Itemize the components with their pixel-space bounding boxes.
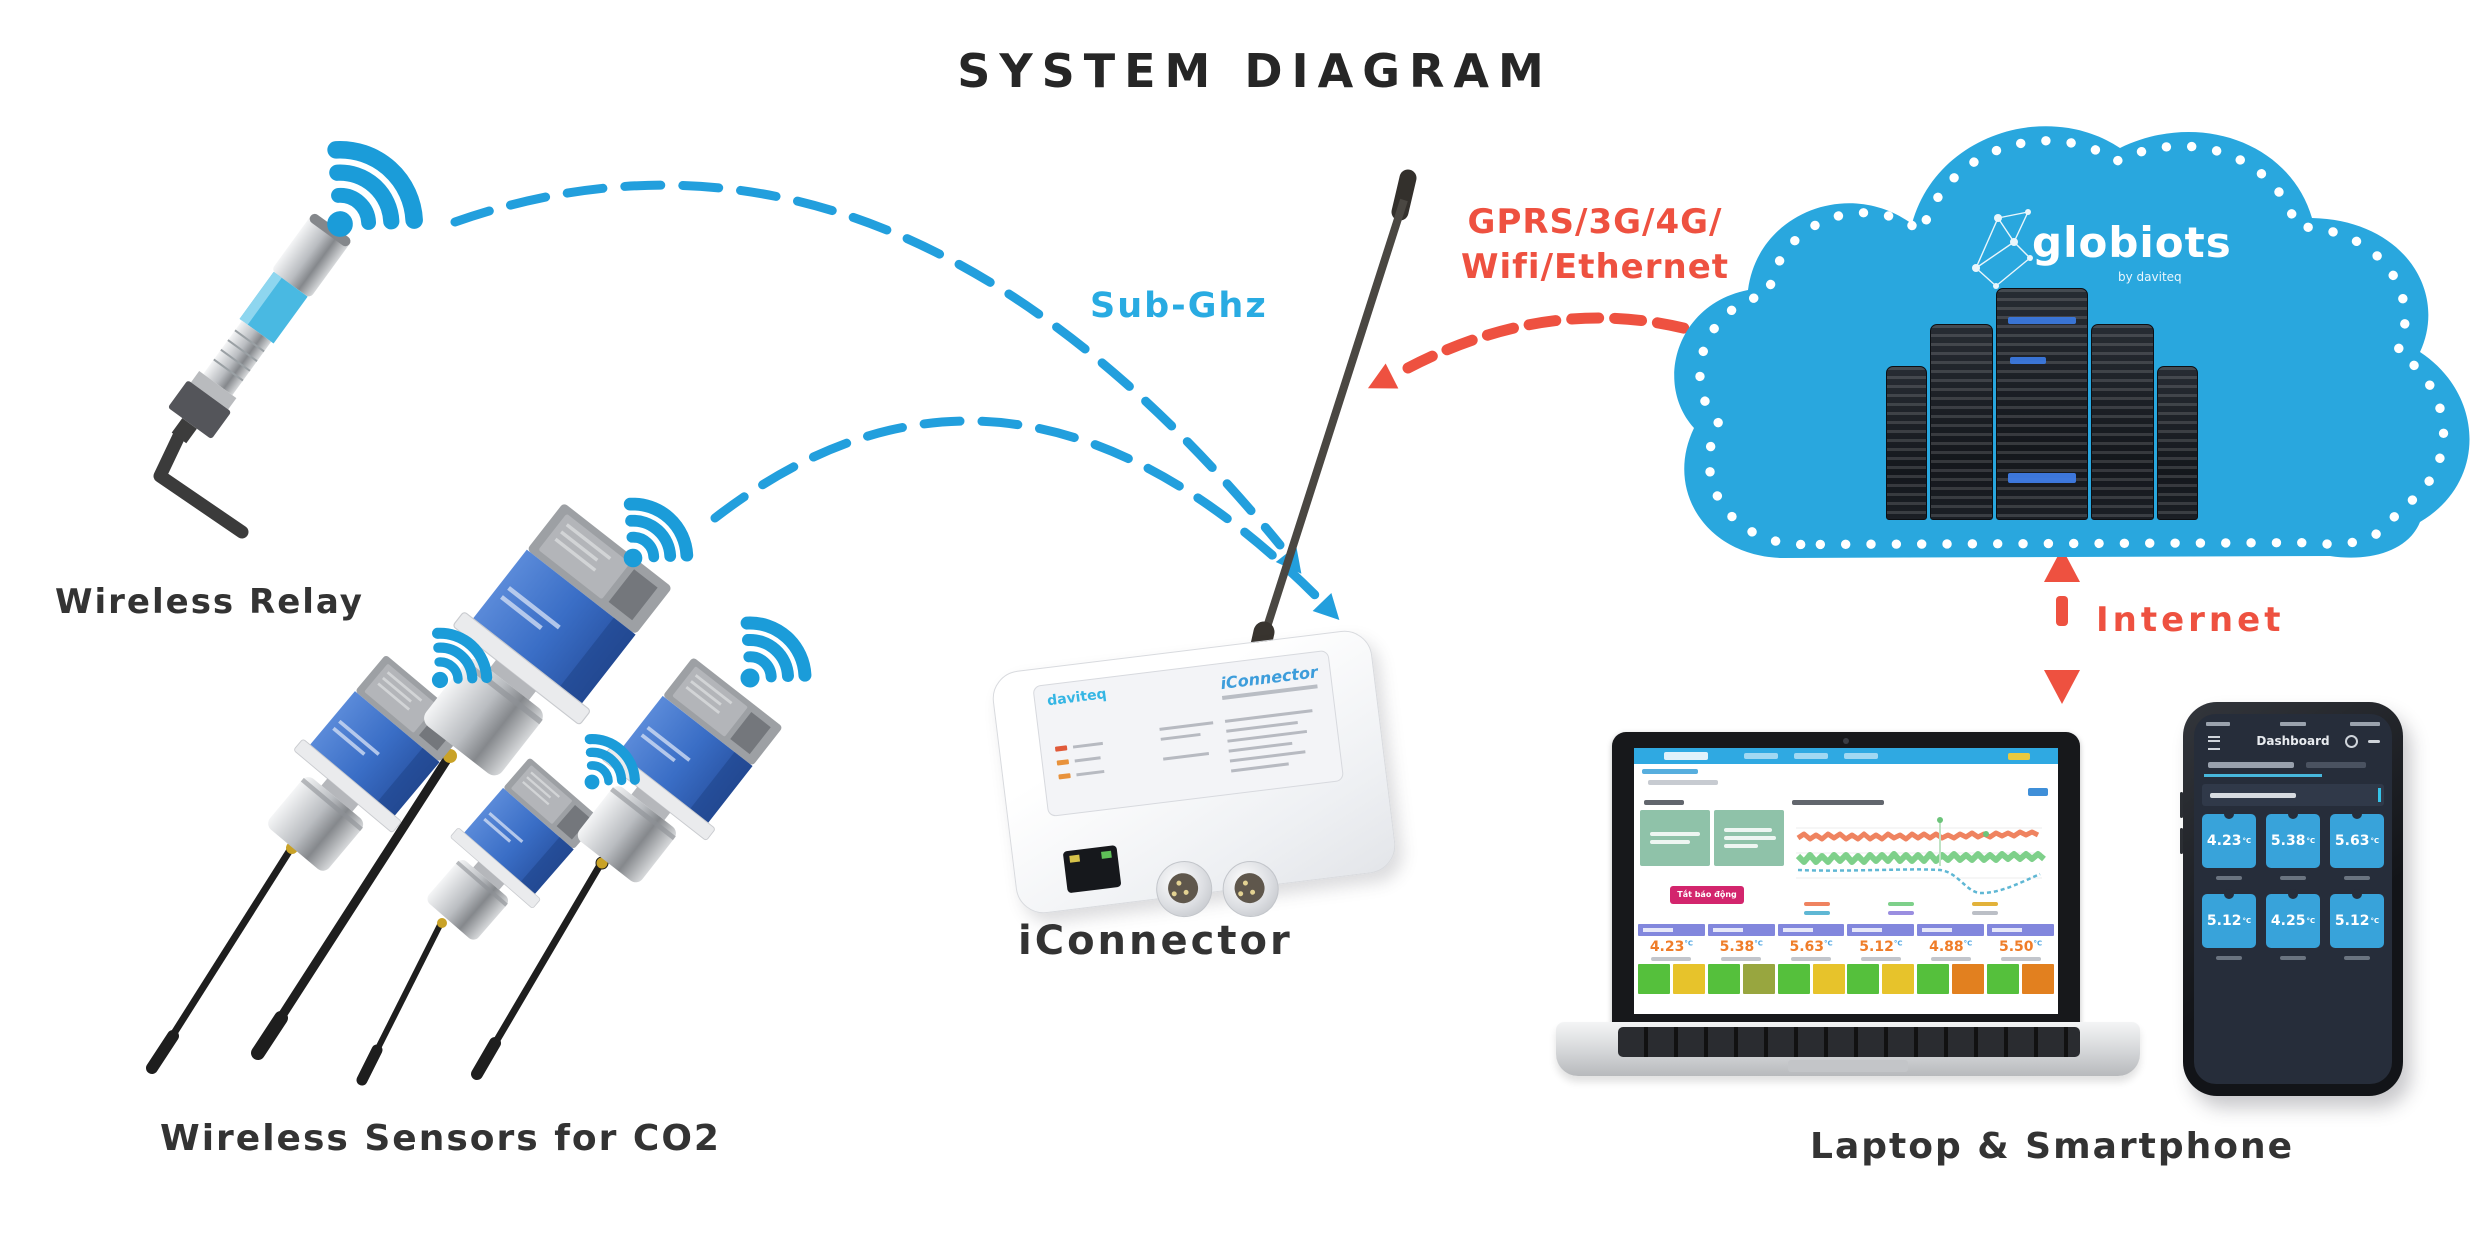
subghz-link-relay	[450, 180, 1285, 550]
iconnector-label-panel: daviteq iConnector	[1032, 649, 1345, 818]
endpoints-label: Laptop & Smartphone	[1810, 1126, 2295, 1167]
server-rack	[1930, 324, 1993, 520]
wireless-relay-device	[153, 213, 351, 539]
globiots-logo: globiots by daviteq	[1968, 198, 2268, 298]
globiots-logo-byline: by daviteq	[2118, 270, 2182, 284]
laptop-screen: Tắt báo động	[1634, 748, 2058, 1014]
phone-screen: Dashboard 4.23°C 5.38°C 5.63°C 5.12°C 4.…	[2194, 714, 2392, 1084]
status-panel	[1640, 810, 1710, 866]
globiots-network-icon	[1972, 209, 2033, 289]
internet-label: Internet	[2096, 600, 2285, 640]
ethernet-port	[1062, 845, 1122, 894]
sensor-tile: 5.12°C	[2202, 889, 2256, 960]
stat-card: 4.88°C	[1917, 924, 1985, 1012]
dashboard-navbar	[1634, 748, 2058, 764]
laptop-camera	[1843, 738, 1849, 744]
settings-icon	[2345, 735, 2358, 748]
subghz-link-sensor	[710, 416, 1323, 603]
sensor-tile: 5.63°C	[2330, 809, 2384, 880]
laptop-trackpad	[1788, 1060, 1908, 1072]
internet-link	[2044, 548, 2080, 704]
stat-card: 5.63°C	[1777, 924, 1845, 1012]
sensor-tile: 5.38°C	[2266, 809, 2320, 880]
dashboard-logo	[1664, 752, 1708, 760]
laptop-keyboard	[1618, 1027, 2080, 1057]
wireless-relay-label: Wireless Relay	[55, 582, 364, 622]
sensor-tile: 4.23°C	[2202, 809, 2256, 880]
phone-volume-button	[2180, 792, 2183, 818]
phone-tile-grid: 4.23°C 5.38°C 5.63°C 5.12°C 4.25°C 5.12°…	[2202, 809, 2384, 960]
dashboard-nav-badge	[2008, 753, 2030, 760]
phone-filter-row	[2202, 784, 2384, 806]
stat-card: 5.12°C	[1847, 924, 1915, 1012]
wan-label: GPRS/3G/4G/ Wifi/Ethernet	[1420, 200, 1770, 290]
status-panel	[1714, 810, 1784, 866]
smartphone: Dashboard 4.23°C 5.38°C 5.63°C 5.12°C 4.…	[2180, 702, 2403, 1096]
stat-card: 5.50°C	[1987, 924, 2054, 1012]
page-title: SYSTEM DIAGRAM	[957, 44, 1553, 98]
chart-legend	[1804, 902, 2040, 920]
wan-label-line1: GPRS/3G/4G/	[1467, 202, 1723, 242]
laptop-screen-frame: Tắt báo động	[1612, 732, 2080, 1024]
phone-volume-button	[2180, 828, 2183, 854]
iconnector-device: daviteq iConnector	[989, 627, 1399, 921]
wan-arrowhead-left	[1367, 363, 1399, 389]
phone-tab	[2306, 762, 2366, 768]
phone-tab-underline	[2204, 774, 2322, 777]
stat-card: 5.38°C	[1707, 924, 1775, 1012]
menu-icon	[2208, 736, 2220, 750]
server-rack	[2156, 366, 2199, 520]
sensor-tile: 4.25°C	[2266, 889, 2320, 960]
dashboard-breadcrumb	[1642, 769, 1698, 774]
cloud-servers	[1886, 288, 2199, 520]
laptop-base	[1556, 1022, 2140, 1076]
wan-link	[1402, 312, 1718, 374]
globiots-logo-text: globiots	[2032, 218, 2232, 267]
alarm-off-button: Tắt báo động	[1670, 886, 1744, 904]
wan-label-line2: Wifi/Ethernet	[1460, 247, 1730, 287]
more-icon	[2368, 740, 2380, 743]
server-rack	[1886, 366, 1928, 520]
stat-cards: 4.23°C 5.38°C 5.63°C	[1638, 924, 2054, 1012]
dashboard-chart	[1795, 817, 2046, 895]
subghz-label: Sub-Ghz	[1090, 286, 1268, 326]
dashboard-small-button	[2028, 788, 2048, 796]
server-rack	[2091, 324, 2154, 520]
server-rack	[1995, 288, 2089, 520]
iconnector-brand-text: daviteq	[1046, 686, 1108, 710]
phone-tab	[2208, 762, 2294, 768]
subghz-link-sensor-arrowhead	[1312, 592, 1340, 620]
phone-dashboard-title: Dashboard	[2256, 734, 2330, 748]
sensor-tile: 5.12°C	[2330, 889, 2384, 960]
laptop: Tắt báo động	[1556, 730, 2140, 1082]
cloud-dotted-edge	[1695, 136, 2449, 550]
iconnector-antenna	[1239, 169, 1417, 705]
wireless-sensors-label: Wireless Sensors for CO2	[160, 1118, 721, 1159]
stat-card: 4.23°C	[1638, 924, 1705, 1012]
iconnector-label: iConnector	[1018, 918, 1293, 964]
